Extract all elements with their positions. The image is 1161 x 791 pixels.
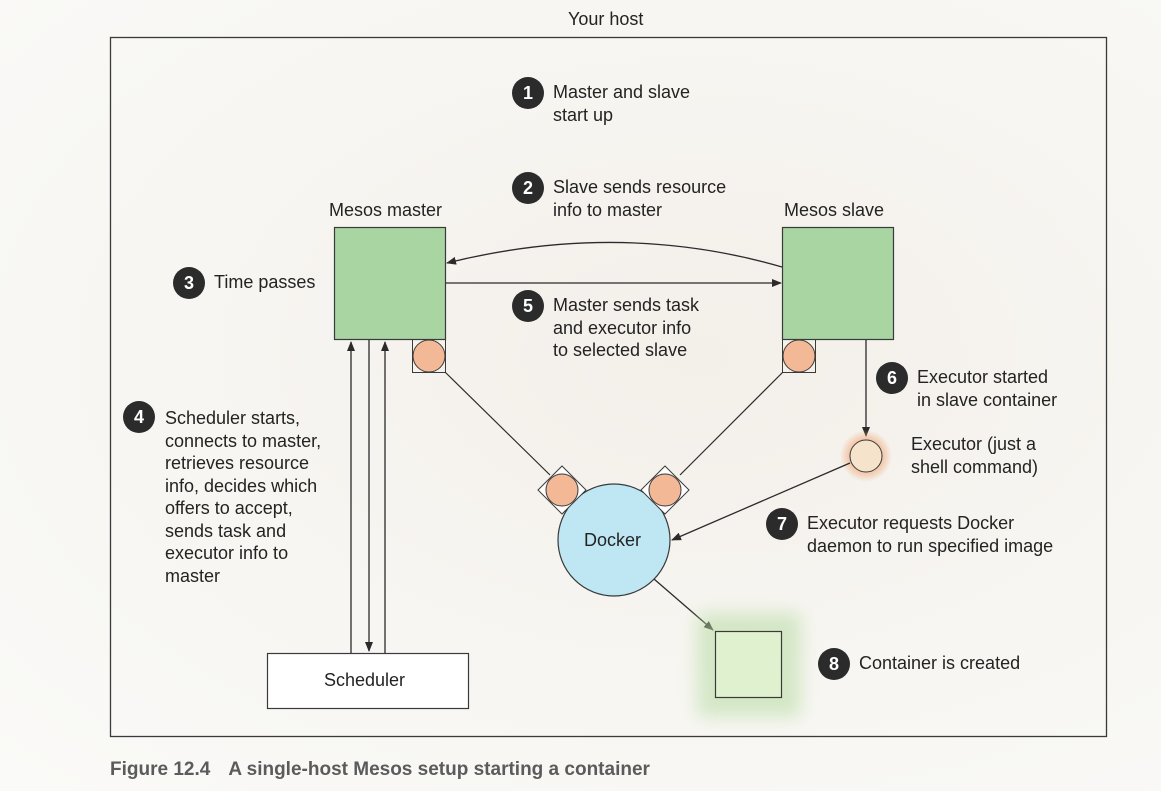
slave-port: [782, 339, 816, 373]
step-4-line: connects to master,: [165, 430, 322, 451]
step-4-line: info, decides which: [165, 475, 318, 496]
step-5-line: to selected slave: [553, 340, 688, 360]
step-7-line: Executor requests Docker: [807, 513, 1015, 533]
step-4-line: master: [165, 565, 221, 586]
step-3-line: Time passes: [214, 272, 316, 292]
figure-title: A single-host Mesos setup starting a con…: [228, 759, 650, 780]
resource-info-arrow: [446, 241, 783, 268]
step-2-text: Slave sends resource info to master: [553, 176, 726, 221]
step-2-line: info to master: [553, 199, 663, 220]
step-5-line: Master sends task: [553, 295, 700, 315]
slave-docker-link: [679, 371, 784, 476]
docker-node: [557, 483, 671, 597]
executor-node: [849, 439, 883, 473]
step-4-text: Scheduler starts, connects to master, re…: [165, 407, 321, 587]
mesos-master-box: [333, 226, 447, 341]
docker-request-arrow: [671, 462, 851, 541]
step-4-line: executor info to: [165, 543, 289, 563]
step-5-line: and executor info: [553, 317, 692, 338]
step-4-line: offers to accept,: [165, 498, 293, 518]
step-1-badge: 1: [512, 77, 544, 109]
step-8-badge: 8: [818, 648, 850, 680]
step-2-badge: 2: [512, 172, 544, 204]
step-4-line: Scheduler starts,: [165, 408, 301, 428]
docker-port-right: [640, 465, 690, 515]
container-box: [714, 630, 783, 699]
step-1-line: Master and slave: [553, 82, 691, 102]
docker-port-left: [537, 465, 587, 515]
step-1-line: start up: [553, 104, 614, 125]
figure-number: Figure 12.4: [110, 759, 211, 780]
step-5-badge: 5: [512, 290, 544, 322]
executor-label: Executor (just a shell command): [911, 433, 1038, 478]
mesos-slave-label: Mesos slave: [784, 200, 885, 220]
figure-caption: Figure 12.4 A single-host Mesos setup sta…: [110, 759, 650, 781]
step-6-line: in slave container: [917, 389, 1058, 410]
step-4-line: sends task and: [165, 520, 287, 541]
master-docker-link: [444, 371, 551, 476]
host-label: Your host: [568, 9, 644, 29]
step-6-badge: 6: [876, 362, 908, 394]
executor-label-line: Executor (just a: [911, 434, 1037, 454]
step-5-text: Master sends task and executor info to s…: [553, 294, 699, 362]
mesos-slave-box: [781, 226, 895, 341]
executor-label-line: shell command): [911, 456, 1039, 477]
step-2-line: Slave sends resource: [553, 177, 727, 197]
master-port: [412, 339, 446, 373]
step-7-text: Executor requests Docker daemon to run s…: [807, 512, 1053, 557]
step-6-line: Executor started: [917, 367, 1049, 387]
step-7-badge: 7: [766, 508, 798, 540]
step-1-text: Master and slave start up: [553, 81, 690, 126]
host-boundary: [109, 36, 1108, 738]
step-7-line: daemon to run specified image: [807, 535, 1054, 556]
step-6-text: Executor started in slave container: [917, 366, 1057, 411]
step-4-line: retrieves resource: [165, 453, 310, 473]
step-3-text: Time passes: [214, 271, 315, 294]
docker-label: Docker: [584, 530, 642, 550]
step-4-badge: 4: [123, 401, 155, 433]
step-8-line: Container is created: [859, 653, 1021, 673]
step-3-badge: 3: [173, 267, 205, 299]
mesos-master-label: Mesos master: [329, 200, 443, 220]
scheduler-label: Scheduler: [324, 670, 406, 690]
step-8-text: Container is created: [859, 652, 1020, 675]
scheduler-box: [266, 652, 470, 710]
